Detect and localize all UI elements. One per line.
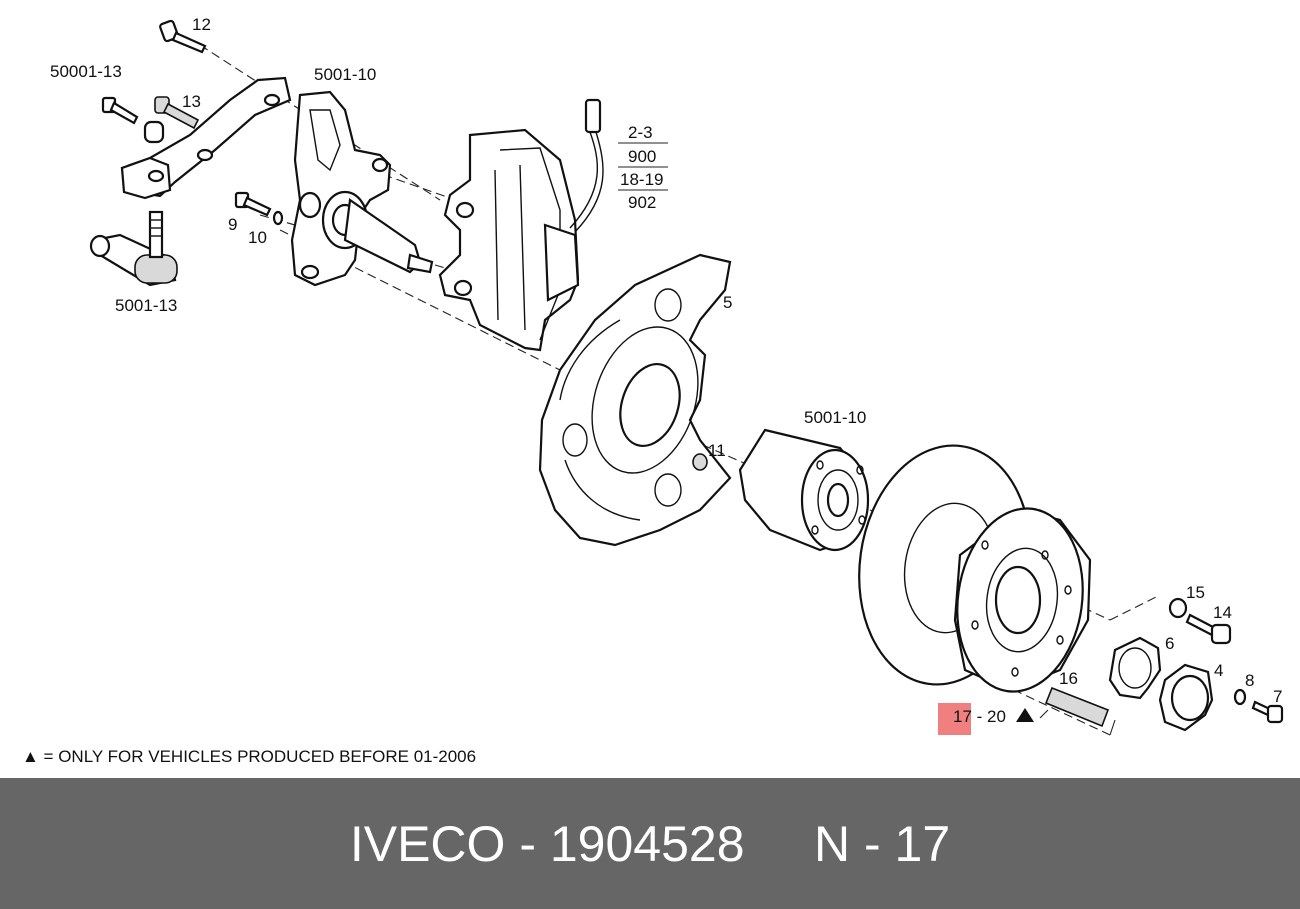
label-12: 12 [192, 15, 211, 34]
plate-6 [1108, 636, 1162, 700]
bolt-14 [1185, 613, 1232, 645]
hub-cap-4 [1158, 663, 1214, 732]
label-13: 13 [182, 92, 201, 111]
legend-note: ▲ = ONLY FOR VEHICLES PRODUCED BEFORE 01… [22, 747, 476, 766]
triangle-marker-icon [1016, 708, 1034, 722]
brake-disc [858, 444, 1092, 693]
tie-rod-end [89, 210, 178, 287]
wear-sensor [569, 98, 604, 233]
highlight-box [938, 703, 971, 735]
part-labels: 12 50001-13 5001-10 13 9 10 5001-13 2-3 … [22, 15, 1282, 766]
wheel-stud-16 [1044, 686, 1110, 728]
label-5001-13: 5001-13 [115, 296, 177, 315]
label-11: 11 [708, 441, 726, 460]
label-4: 4 [1214, 661, 1223, 680]
label-7: 7 [1273, 687, 1282, 706]
exploded-diagram: 12 50001-13 5001-10 13 9 10 5001-13 2-3 … [22, 15, 1284, 766]
dust-shield [538, 253, 732, 547]
footer-bar: IVECO - 1904528 N - 17 [0, 778, 1300, 909]
label-15: 15 [1186, 583, 1205, 602]
bolt-13-right [143, 96, 200, 144]
label-50001-13: 50001-13 [50, 62, 122, 81]
label-6: 6 [1165, 634, 1174, 653]
label-sensor-902: 902 [628, 193, 656, 212]
footer-part-number: IVECO - 1904528 N - 17 [349, 815, 951, 872]
steering-knuckle [290, 90, 434, 287]
screw-7 [1251, 700, 1284, 724]
label-sensor-18-19: 18-19 [620, 170, 663, 189]
label-5001-10-knuckle: 5001-10 [314, 65, 376, 84]
label-5: 5 [723, 293, 732, 312]
bolt-13-left [101, 96, 139, 125]
label-17-20: 17 - 20 [953, 707, 1006, 726]
label-10: 10 [248, 228, 267, 247]
label-5001-10-bearing: 5001-10 [804, 408, 866, 427]
label-8: 8 [1245, 671, 1254, 690]
label-sensor-900: 900 [628, 147, 656, 166]
diagram-canvas: 12 50001-13 5001-10 13 9 10 5001-13 2-3 … [22, 15, 1284, 766]
washer-10 [272, 210, 284, 226]
label-sensor-2-3: 2-3 [628, 123, 653, 142]
label-16: 16 [1059, 669, 1078, 688]
washer-15 [1168, 597, 1188, 619]
washer-8 [1233, 688, 1247, 706]
wheel-bearing [738, 428, 870, 552]
label-9: 9 [228, 215, 237, 234]
leader-lines [1039, 709, 1116, 736]
steering-arm [120, 76, 292, 200]
bolt-12 [159, 19, 207, 54]
bolt-9 [234, 191, 272, 217]
brake-caliper [438, 128, 580, 352]
label-14: 14 [1213, 603, 1232, 622]
